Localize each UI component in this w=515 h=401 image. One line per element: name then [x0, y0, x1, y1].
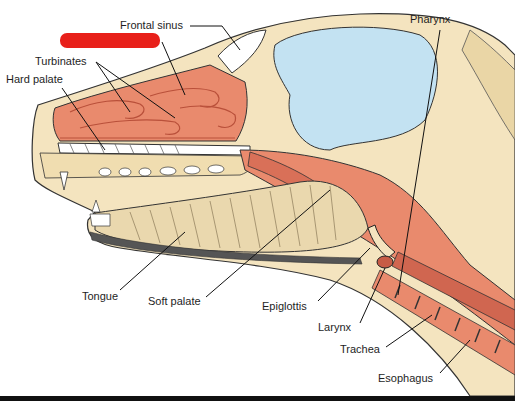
- part-label: Larynx: [318, 321, 351, 334]
- part-label: Tongue: [82, 290, 118, 303]
- part-label: Trachea: [340, 343, 380, 356]
- part-label: Pharynx: [410, 13, 450, 26]
- part-label: Frontal sinus: [120, 19, 183, 32]
- part-label: Esophagus: [378, 372, 433, 385]
- redaction-bar: [60, 33, 160, 48]
- part-label: Epiglottis: [262, 300, 307, 313]
- part-label: Hard palate: [6, 73, 63, 86]
- bottom-band: [0, 396, 515, 401]
- leader-lines: [62, 26, 470, 373]
- part-label: Turbinates: [35, 55, 87, 68]
- part-label: Soft palate: [148, 295, 201, 308]
